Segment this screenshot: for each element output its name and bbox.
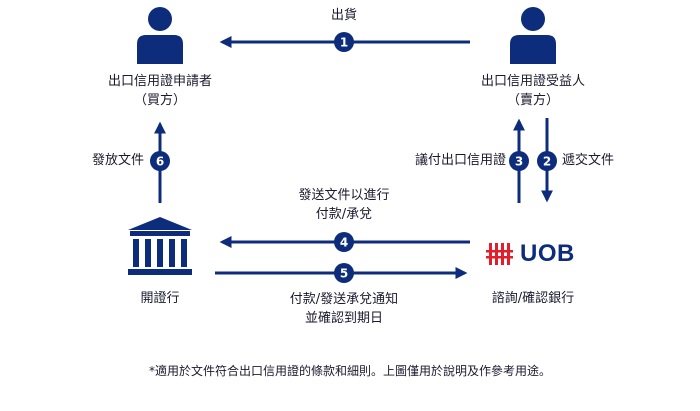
step-4-label-line-1: 發送文件以進行 — [298, 188, 390, 203]
seller-role: （賣方） — [506, 93, 560, 108]
seller-label: 出口信用證受益人 （賣方） — [481, 72, 585, 110]
svg-text:3: 3 — [515, 155, 523, 169]
buyer-label: 出口信用證申請者 （買方） — [108, 72, 212, 110]
buyer-name: 出口信用證申請者 — [107, 74, 213, 89]
step-3-label: 議付出口信用證 — [414, 153, 506, 168]
svg-text:1: 1 — [340, 36, 348, 50]
uob-logo-icon — [486, 243, 513, 265]
uob-logo: UOB — [486, 242, 575, 266]
buyer-role: （買方） — [133, 93, 187, 108]
step-badge-2: 2 — [537, 151, 557, 171]
step-badge-5: 5 — [334, 263, 354, 283]
step-5-label: 付款/發送承兌通知 並確認到期日 — [290, 290, 398, 328]
step-4-label-line-2: 付款/承兌 — [315, 207, 373, 222]
step-badge-4: 4 — [334, 232, 354, 252]
step-5-label-line-1: 付款/發送承兌通知 — [289, 292, 399, 307]
step-5-label-line-2: 並確認到期日 — [304, 311, 384, 326]
svg-text:2: 2 — [543, 155, 551, 169]
bank-building-icon — [128, 217, 192, 275]
seller-name: 出口信用證受益人 — [480, 74, 586, 89]
uob-logo-text: UOB — [520, 240, 575, 267]
buyer-person-icon — [137, 7, 183, 64]
step-badge-1: 1 — [334, 32, 354, 52]
step-1-label: 出貨 — [330, 8, 358, 23]
seller-person-icon — [510, 7, 556, 64]
advising-bank-label: 諮詢/確認銀行 — [491, 291, 575, 306]
step-4-label: 發送文件以進行 付款/承兌 — [298, 186, 389, 224]
step-badge-6: 6 — [150, 151, 170, 171]
svg-text:5: 5 — [340, 267, 348, 281]
step-badge-3: 3 — [509, 151, 529, 171]
step-2-label: 遞交文件 — [562, 153, 615, 168]
issuing-bank-label: 開證行 — [140, 291, 180, 306]
svg-text:4: 4 — [340, 236, 348, 250]
svg-text:6: 6 — [156, 155, 164, 169]
footnote: *適用於文件符合出口信用證的條款和細則。上圖僅用於說明及作參考用途。 — [148, 364, 552, 378]
step-6-label: 發放文件 — [91, 153, 144, 168]
